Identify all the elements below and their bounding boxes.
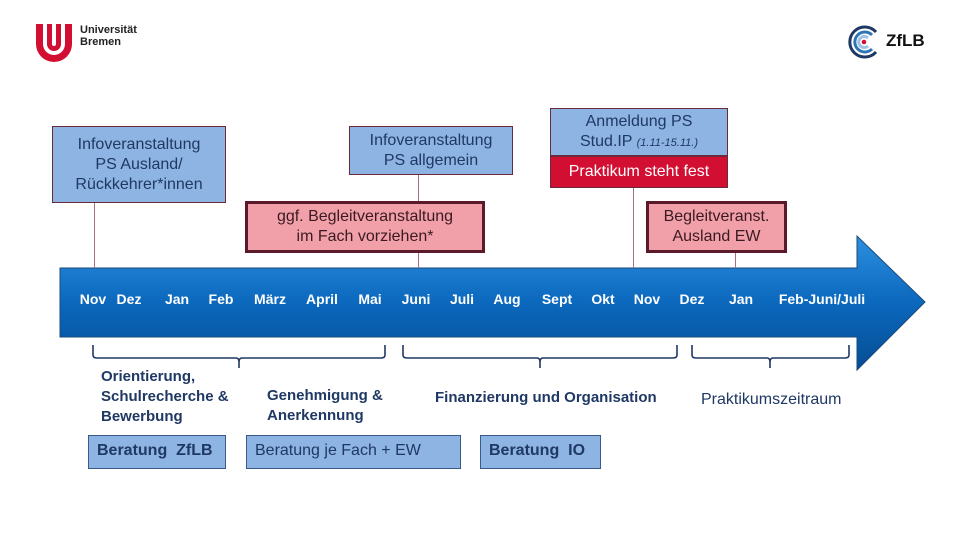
event-praktikum-fest: Praktikum steht fest <box>550 156 728 188</box>
event-begleit-fach: ggf. Begleitveranstaltung im Fach vorzie… <box>245 201 485 253</box>
event-line: Infoveranstaltung <box>77 135 201 153</box>
event-info-allgemein: Infoveranstaltung PS allgemein <box>349 126 513 175</box>
month-label: Jan <box>728 291 754 307</box>
event-line: Praktikum steht fest <box>568 163 710 180</box>
phase-orientierung: Orientierung, Schulrecherche & Bewerbung <box>101 367 229 427</box>
brace-finanzierung <box>402 345 678 368</box>
event-line: ggf. Begleitveranstaltung <box>276 208 454 225</box>
phase-praktikum: Praktikumszeitraum <box>701 391 842 408</box>
phase-line: Bewerbung <box>101 408 183 425</box>
connector-line <box>633 187 634 268</box>
event-line-text: Stud.IP <box>580 132 633 150</box>
month-label: Feb-Juni/Juli <box>778 291 866 307</box>
month-label: Dez <box>116 291 142 307</box>
phase-line: Schulrecherche & <box>101 388 229 405</box>
month-label: April <box>306 291 338 307</box>
event-line: Rückkehrer*innen <box>75 175 203 193</box>
event-begleit-ausland: Begleitveranst. Ausland EW <box>646 201 787 253</box>
month-label: Okt <box>591 291 615 307</box>
phase-finanzierung: Finanzierung und Organisation <box>435 389 657 406</box>
university-name: Universität Bremen <box>80 24 137 48</box>
brace-orientierung <box>92 345 386 368</box>
month-label: März <box>254 291 286 307</box>
event-line: im Fach vorziehen* <box>296 228 434 245</box>
event-anmeldung: Anmeldung PS Stud.IP (1.11-15.11.) <box>550 108 728 156</box>
connector-line <box>735 252 736 268</box>
month-label: Mai <box>358 291 382 307</box>
event-line: PS allgemein <box>383 151 479 169</box>
month-label: Sept <box>541 291 573 307</box>
phase-genehmigung: Genehmigung & Anerkennung <box>267 386 383 426</box>
month-label: Jan <box>164 291 190 307</box>
event-dates: (1.11-15.11.) <box>636 136 698 149</box>
brace-praktikum <box>691 345 850 368</box>
consulting-zflb: Beratung ZfLB <box>88 435 226 469</box>
brace-group <box>92 345 850 368</box>
zflb-logo: ZfLB <box>846 24 936 60</box>
university-logo-icon <box>36 24 72 62</box>
event-line: Infoveranstaltung <box>369 131 493 149</box>
zflb-name: ZfLB <box>886 31 925 50</box>
month-label: Nov <box>633 291 661 307</box>
event-line: Begleitveranst. <box>663 208 770 225</box>
month-label: Aug <box>493 291 521 307</box>
month-label: Nov <box>79 291 107 307</box>
consulting-io: Beratung IO <box>480 435 601 469</box>
phase-line: Anerkennung <box>267 407 364 424</box>
consulting-fach: Beratung je Fach + EW <box>246 435 461 469</box>
event-line: Anmeldung PS <box>585 112 693 130</box>
event-line: Stud.IP (1.11-15.11.) <box>580 132 698 153</box>
month-label: Juni <box>401 291 431 307</box>
phase-line: Genehmigung & <box>267 387 383 404</box>
university-logo: Universität Bremen <box>34 22 144 64</box>
month-label: Juli <box>449 291 475 307</box>
phase-line: Orientierung, <box>101 368 196 385</box>
month-label: Feb <box>208 291 234 307</box>
connector-line <box>94 203 95 268</box>
event-line: Ausland EW <box>672 228 761 245</box>
event-line: PS Ausland/ <box>95 155 183 173</box>
month-label: Dez <box>679 291 705 307</box>
event-info-ausland: Infoveranstaltung PS Ausland/ Rückkehrer… <box>52 126 226 203</box>
zflb-logo-icon <box>848 25 878 59</box>
